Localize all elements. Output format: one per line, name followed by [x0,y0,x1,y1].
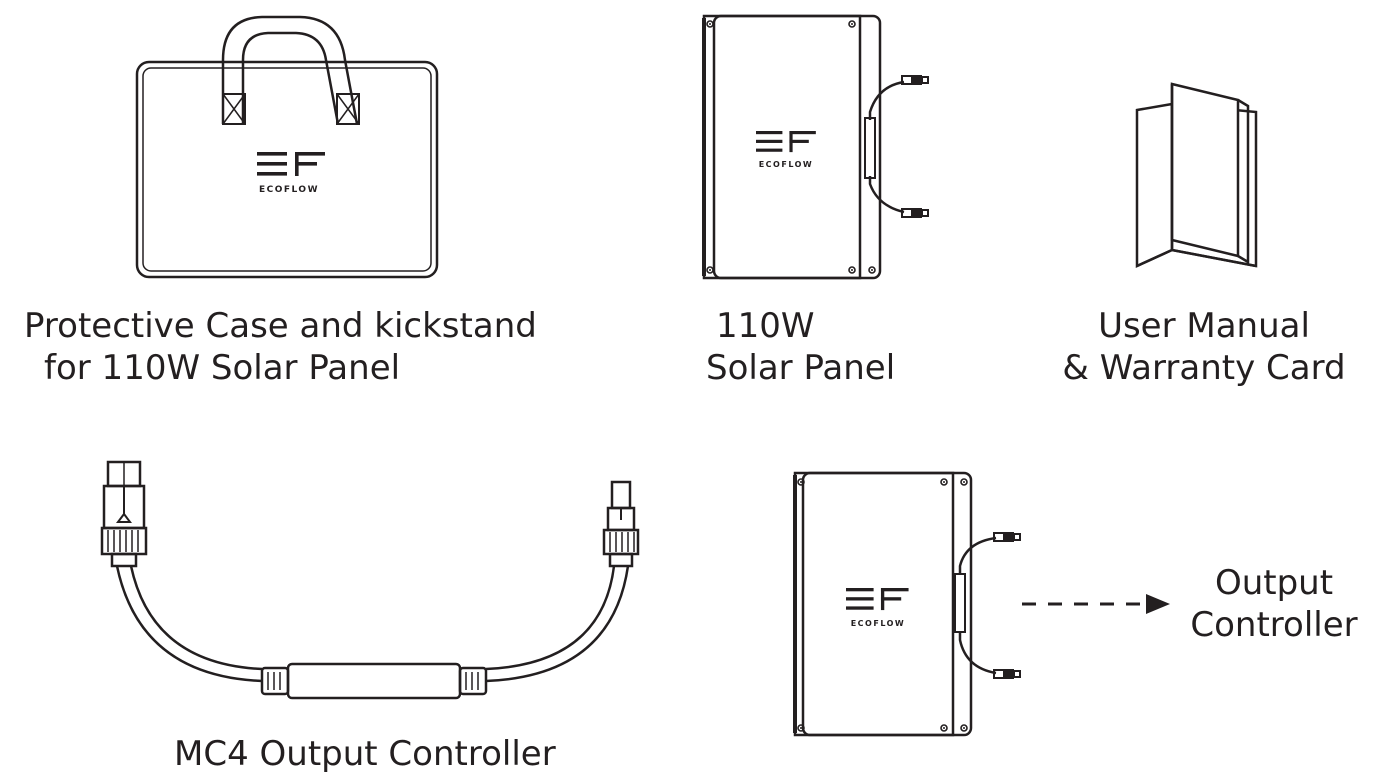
screw-icon [940,478,948,486]
caption-line: 110W [716,306,815,346]
user-manual-caption: User Manual & Warranty Card [1056,305,1352,389]
caption-line: & Warranty Card [1062,348,1346,388]
dashed-arrow-icon [1022,594,1170,614]
output-controller-callout: Output Controller [1184,562,1364,646]
ecoflow-logo-icon [756,131,816,153]
caption-line: Solar Panel [706,348,896,388]
protective-case-illustration [135,15,439,279]
screw-icon [940,724,948,732]
ecoflow-wordmark: ECOFLOW [851,619,906,628]
caption-line: MC4 Output Controller [174,734,556,774]
mc4-controller-caption: MC4 Output Controller [174,733,556,775]
solar-panel-with-controller-illustration [793,471,997,737]
solar-panel-illustration [702,14,905,280]
ecoflow-logo-icon [846,588,909,611]
caption-line: Output [1214,563,1334,603]
mc4-connector-icon [901,74,929,86]
mc4-output-controller-illustration [100,460,640,700]
mc4-connector-icon [993,531,1021,543]
screw-icon [868,266,876,274]
protective-case-caption: Protective Case and kickstand for 110W S… [24,305,537,389]
ecoflow-logo-icon [257,152,325,176]
caption-line: Protective Case and kickstand [24,306,537,346]
screw-icon [706,20,714,28]
screw-icon [848,20,856,28]
caption-line: User Manual [1098,306,1310,346]
mc4-connector-icon [901,207,929,219]
ecoflow-wordmark: ECOFLOW [259,185,319,195]
caption-line: Controller [1190,605,1358,645]
caption-line: for 110W Solar Panel [44,348,401,388]
solar-panel-caption: 110W Solar Panel [706,305,895,389]
mc4-connector-icon [993,668,1021,680]
screw-icon [960,724,968,732]
ecoflow-wordmark: ECOFLOW [759,160,814,169]
user-manual-illustration [1135,82,1258,268]
screw-icon [848,266,856,274]
screw-icon [960,478,968,486]
screw-icon [706,266,714,274]
